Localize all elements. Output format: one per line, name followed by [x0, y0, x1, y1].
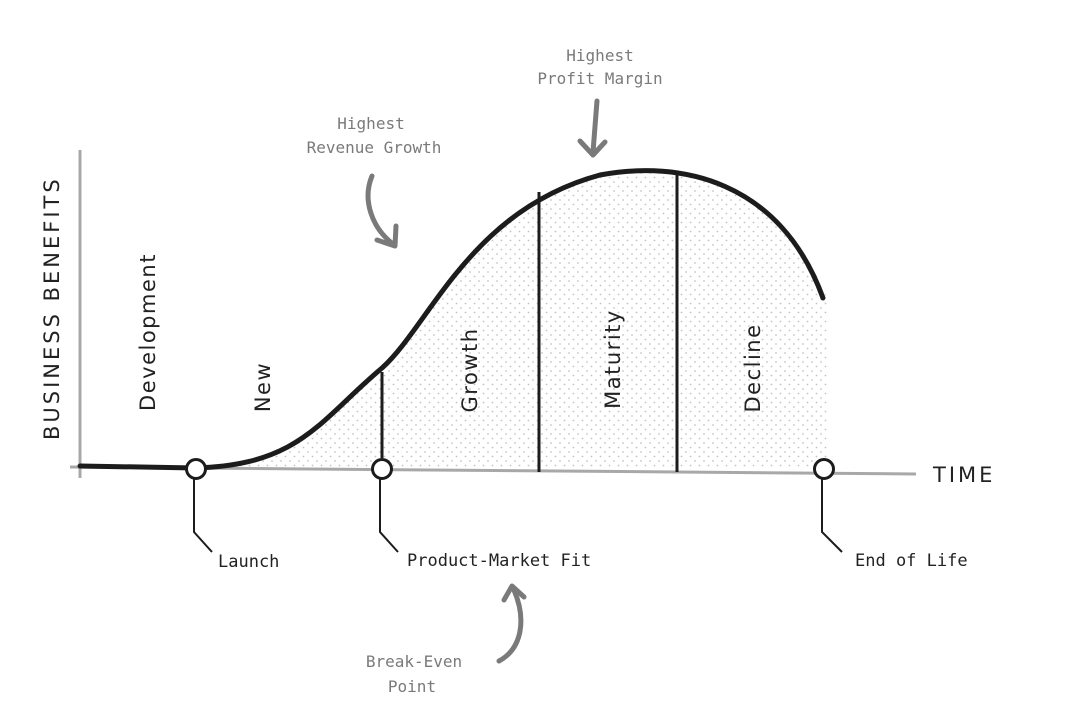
annotation-highest-profit-margin-line2: Profit Margin [537, 69, 662, 88]
y-axis-title: BUSINESS BENEFITS [40, 176, 64, 440]
annotation-break-even-point-line1: Break-Even [366, 652, 462, 671]
x-axis-title: TIME [932, 463, 995, 487]
phase-label-decline: Decline [741, 323, 765, 412]
end-of-life-marker [813, 458, 835, 480]
launch-marker [185, 458, 207, 480]
highest-revenue-growth-arrow [365, 173, 396, 247]
highest-revenue-growth-arrowhead [374, 223, 399, 249]
lifecycle-curve [193, 168, 826, 471]
development-baseline [77, 463, 199, 471]
curve-shaded-area [210, 170, 828, 468]
break-even-point-arrowhead [501, 583, 527, 603]
end-of-life-leader-line [821, 479, 843, 553]
annotation-break-even-point-line2: Point [388, 677, 436, 696]
annotation-highest-revenue-growth-line2: Revenue Growth [307, 138, 442, 157]
highest-profit-margin-arrowhead [577, 138, 608, 158]
phase-label-growth: Growth [458, 327, 482, 412]
phase-label-maturity: Maturity [601, 309, 625, 409]
break-even-point-arrow [496, 587, 524, 664]
phase-label-new: New [251, 362, 275, 412]
product-market-fit-marker [371, 458, 393, 480]
milestone-label-product-market-fit: Product-Market Fit [407, 551, 591, 571]
phase-label-development: Development [136, 253, 160, 411]
annotation-highest-revenue-growth-line1: Highest [337, 114, 404, 133]
milestone-label-end-of-life: End of Life [855, 551, 968, 571]
highest-profit-margin-arrow [590, 98, 600, 155]
milestone-label-launch: Launch [218, 552, 279, 572]
annotation-highest-profit-margin-line1: Highest [566, 46, 633, 65]
product-market-fit-leader-line [379, 479, 399, 553]
launch-leader-line [193, 479, 213, 553]
